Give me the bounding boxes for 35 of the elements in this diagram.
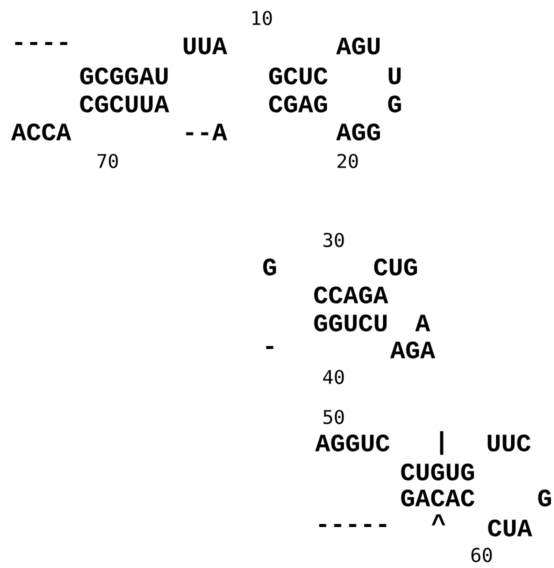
- sequence-text: GGUCU: [314, 314, 387, 332]
- sequence-text: A: [415, 314, 430, 332]
- sequence-text: -----: [319, 524, 386, 527]
- sequence-text: CUA: [488, 520, 532, 536]
- sequence-text: CGAG: [269, 96, 327, 112]
- position-number: 10: [252, 10, 272, 26]
- sequence-text: CUG: [374, 258, 417, 276]
- sequence-text: CGCUUA: [80, 96, 170, 112]
- sequence-text: CCAGA: [314, 286, 388, 304]
- position-number: 30: [323, 232, 344, 248]
- position-number: 20: [338, 154, 358, 168]
- sequence-text: -: [266, 346, 274, 349]
- sequence-text: UUC: [488, 434, 530, 452]
- sequence-text: AGU: [336, 38, 380, 54]
- sequence-text: CUGUG: [401, 464, 474, 480]
- sequence-text: AGA: [390, 342, 436, 358]
- sequence-text: GACAC: [401, 490, 474, 506]
- pairing-symbol: |: [440, 431, 444, 455]
- sequence-text: ----: [15, 42, 68, 45]
- sequence-text: G: [263, 258, 276, 276]
- sequence-text: U: [388, 68, 401, 84]
- position-number: 60: [471, 548, 492, 562]
- sequence-text: GCGGAU: [80, 68, 168, 84]
- pairing-symbol: ^: [432, 514, 446, 526]
- sequence-text: GCUC: [269, 68, 328, 84]
- sequence-text: ACCA: [11, 124, 72, 140]
- sequence-text: G: [538, 490, 551, 506]
- position-number: 70: [97, 154, 118, 168]
- position-number: 40: [323, 370, 344, 384]
- sequence-text: --A: [186, 124, 228, 140]
- position-number: 50: [324, 410, 344, 424]
- sequence-text: AGGUC: [315, 434, 390, 452]
- sequence-text: G: [388, 96, 401, 112]
- sequence-text: AGG: [336, 124, 380, 140]
- sequence-text: UUA: [184, 38, 228, 54]
